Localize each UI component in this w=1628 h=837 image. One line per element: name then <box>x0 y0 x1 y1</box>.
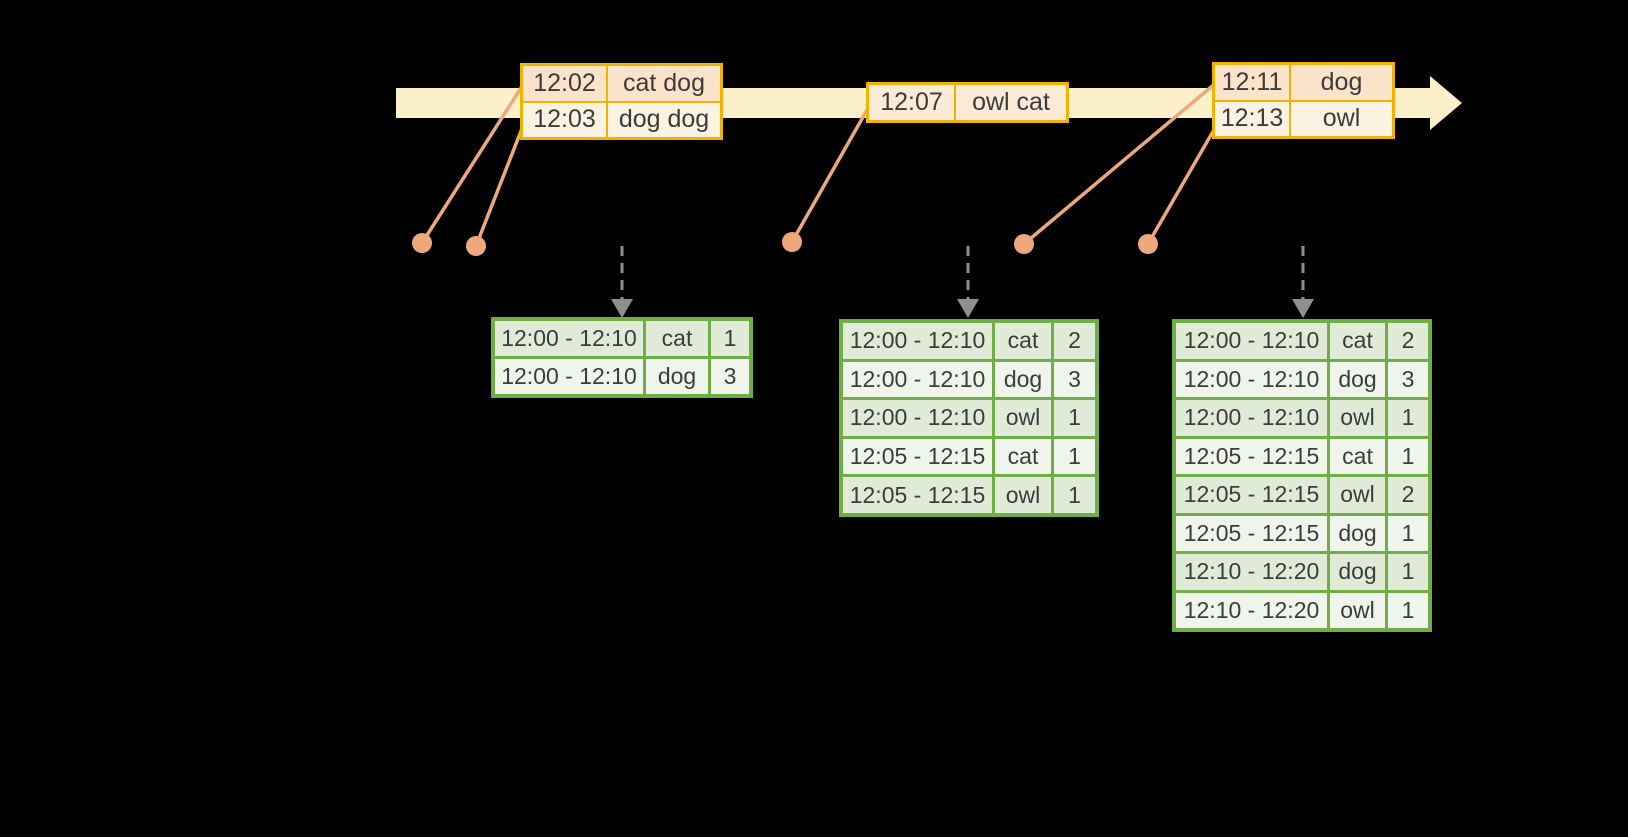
count-cell: 3 <box>1388 361 1428 397</box>
result-row: 12:05 - 12:15 dog 1 <box>1176 515 1428 551</box>
event-table-2: 12:07 owl cat <box>866 82 1069 123</box>
word-cell: owl <box>1330 592 1385 628</box>
window-cell: 12:05 - 12:15 <box>843 477 992 513</box>
window-cell: 12:05 - 12:15 <box>1176 477 1327 513</box>
event-words-cell: owl cat <box>956 85 1066 120</box>
window-cell: 12:00 - 12:10 <box>1176 361 1327 397</box>
connector-line <box>1022 80 1219 246</box>
connector-line <box>474 124 525 248</box>
word-cell: dog <box>995 361 1051 398</box>
word-cell: cat <box>1330 323 1385 359</box>
word-cell: dog <box>1330 361 1385 397</box>
result-row: 12:00 - 12:10 dog 3 <box>495 359 749 394</box>
result-row: 12:05 - 12:15 owl 2 <box>1176 477 1428 513</box>
count-cell: 1 <box>711 321 749 356</box>
window-cell: 12:00 - 12:10 <box>843 323 992 359</box>
count-cell: 1 <box>1054 477 1095 513</box>
window-cell: 12:05 - 12:15 <box>1176 515 1327 551</box>
event-marker-dot <box>466 236 486 256</box>
event-markers <box>412 232 1158 256</box>
window-cell: 12:00 - 12:10 <box>843 400 992 436</box>
event-words-cell: dog <box>1291 65 1392 100</box>
result-row: 12:05 - 12:15 cat 1 <box>1176 438 1428 474</box>
stream-arrowhead-icon <box>1430 76 1462 130</box>
trigger-arrow-icon <box>957 299 979 318</box>
window-cell: 12:00 - 12:10 <box>495 359 643 394</box>
count-cell: 1 <box>1054 400 1095 436</box>
window-cell: 12:00 - 12:10 <box>843 361 992 398</box>
result-row: 12:10 - 12:20 dog 1 <box>1176 554 1428 590</box>
window-cell: 12:05 - 12:15 <box>1176 438 1327 474</box>
event-row: 12:03 dog dog <box>523 102 720 137</box>
word-cell: owl <box>995 400 1051 436</box>
result-row: 12:00 - 12:10 owl 1 <box>1176 400 1428 436</box>
word-cell: owl <box>1330 400 1385 436</box>
event-row: 12:11 dog <box>1215 65 1392 100</box>
count-cell: 1 <box>1054 438 1095 475</box>
event-row: 12:02 cat dog <box>523 66 720 101</box>
event-words-cell: owl <box>1291 101 1392 136</box>
event-time-cell: 12:02 <box>523 66 606 101</box>
word-cell: cat <box>646 321 708 356</box>
window-cell: 12:00 - 12:10 <box>1176 400 1327 436</box>
trigger-arrows <box>611 246 1314 318</box>
result-row: 12:05 - 12:15 cat 1 <box>843 438 1095 475</box>
window-cell: 12:10 - 12:20 <box>1176 554 1327 590</box>
word-cell: dog <box>1330 515 1385 551</box>
count-cell: 2 <box>1388 477 1428 513</box>
result-row: 12:00 - 12:10 dog 3 <box>843 361 1095 398</box>
word-cell: dog <box>1330 554 1385 590</box>
connector-line <box>1146 126 1217 246</box>
result-row: 12:05 - 12:15 owl 1 <box>843 477 1095 513</box>
count-cell: 1 <box>1388 438 1428 474</box>
event-time-cell: 12:07 <box>869 85 954 120</box>
result-table-1: 12:00 - 12:10 cat 1 12:00 - 12:10 dog 3 <box>491 317 753 398</box>
count-cell: 2 <box>1388 323 1428 359</box>
trigger-arrow-icon <box>611 299 633 318</box>
count-cell: 2 <box>1054 323 1095 359</box>
word-cell: owl <box>995 477 1051 513</box>
connector-line <box>790 108 869 244</box>
event-marker-dot <box>782 232 802 252</box>
word-cell: owl <box>1330 477 1385 513</box>
word-cell: dog <box>646 359 708 394</box>
result-table-2: 12:00 - 12:10 cat 2 12:00 - 12:10 dog 3 … <box>839 319 1099 517</box>
event-words-cell: cat dog <box>608 66 720 101</box>
count-cell: 1 <box>1388 515 1428 551</box>
event-row: 12:13 owl <box>1215 101 1392 136</box>
event-time-cell: 12:11 <box>1215 65 1289 100</box>
event-table-1: 12:02 cat dog 12:03 dog dog <box>520 63 723 140</box>
connector-line <box>420 86 523 245</box>
event-time-cell: 12:03 <box>523 102 606 137</box>
event-marker-dot <box>1014 234 1034 254</box>
word-cell: cat <box>995 323 1051 359</box>
window-cell: 12:00 - 12:10 <box>1176 323 1327 359</box>
count-cell: 3 <box>1054 361 1095 398</box>
result-row: 12:10 - 12:20 owl 1 <box>1176 592 1428 628</box>
event-table-3: 12:11 dog 12:13 owl <box>1212 62 1395 139</box>
window-cell: 12:10 - 12:20 <box>1176 592 1327 628</box>
event-row: 12:07 owl cat <box>869 85 1066 120</box>
count-cell: 1 <box>1388 554 1428 590</box>
count-cell: 1 <box>1388 592 1428 628</box>
result-row: 12:00 - 12:10 cat 2 <box>1176 323 1428 359</box>
count-cell: 1 <box>1388 400 1428 436</box>
event-marker-dot <box>1138 234 1158 254</box>
result-row: 12:00 - 12:10 cat 1 <box>495 321 749 356</box>
event-time-cell: 12:13 <box>1215 101 1289 136</box>
window-cell: 12:05 - 12:15 <box>843 438 992 475</box>
event-words-cell: dog dog <box>608 102 720 137</box>
result-table-3: 12:00 - 12:10 cat 2 12:00 - 12:10 dog 3 … <box>1172 319 1432 632</box>
count-cell: 3 <box>711 359 749 394</box>
connector-lines <box>420 80 1219 248</box>
word-cell: cat <box>1330 438 1385 474</box>
event-marker-dot <box>412 233 432 253</box>
result-row: 12:00 - 12:10 cat 2 <box>843 323 1095 359</box>
result-row: 12:00 - 12:10 owl 1 <box>843 400 1095 436</box>
result-row: 12:00 - 12:10 dog 3 <box>1176 361 1428 397</box>
trigger-arrow-icon <box>1292 299 1314 318</box>
word-cell: cat <box>995 438 1051 475</box>
window-cell: 12:00 - 12:10 <box>495 321 643 356</box>
